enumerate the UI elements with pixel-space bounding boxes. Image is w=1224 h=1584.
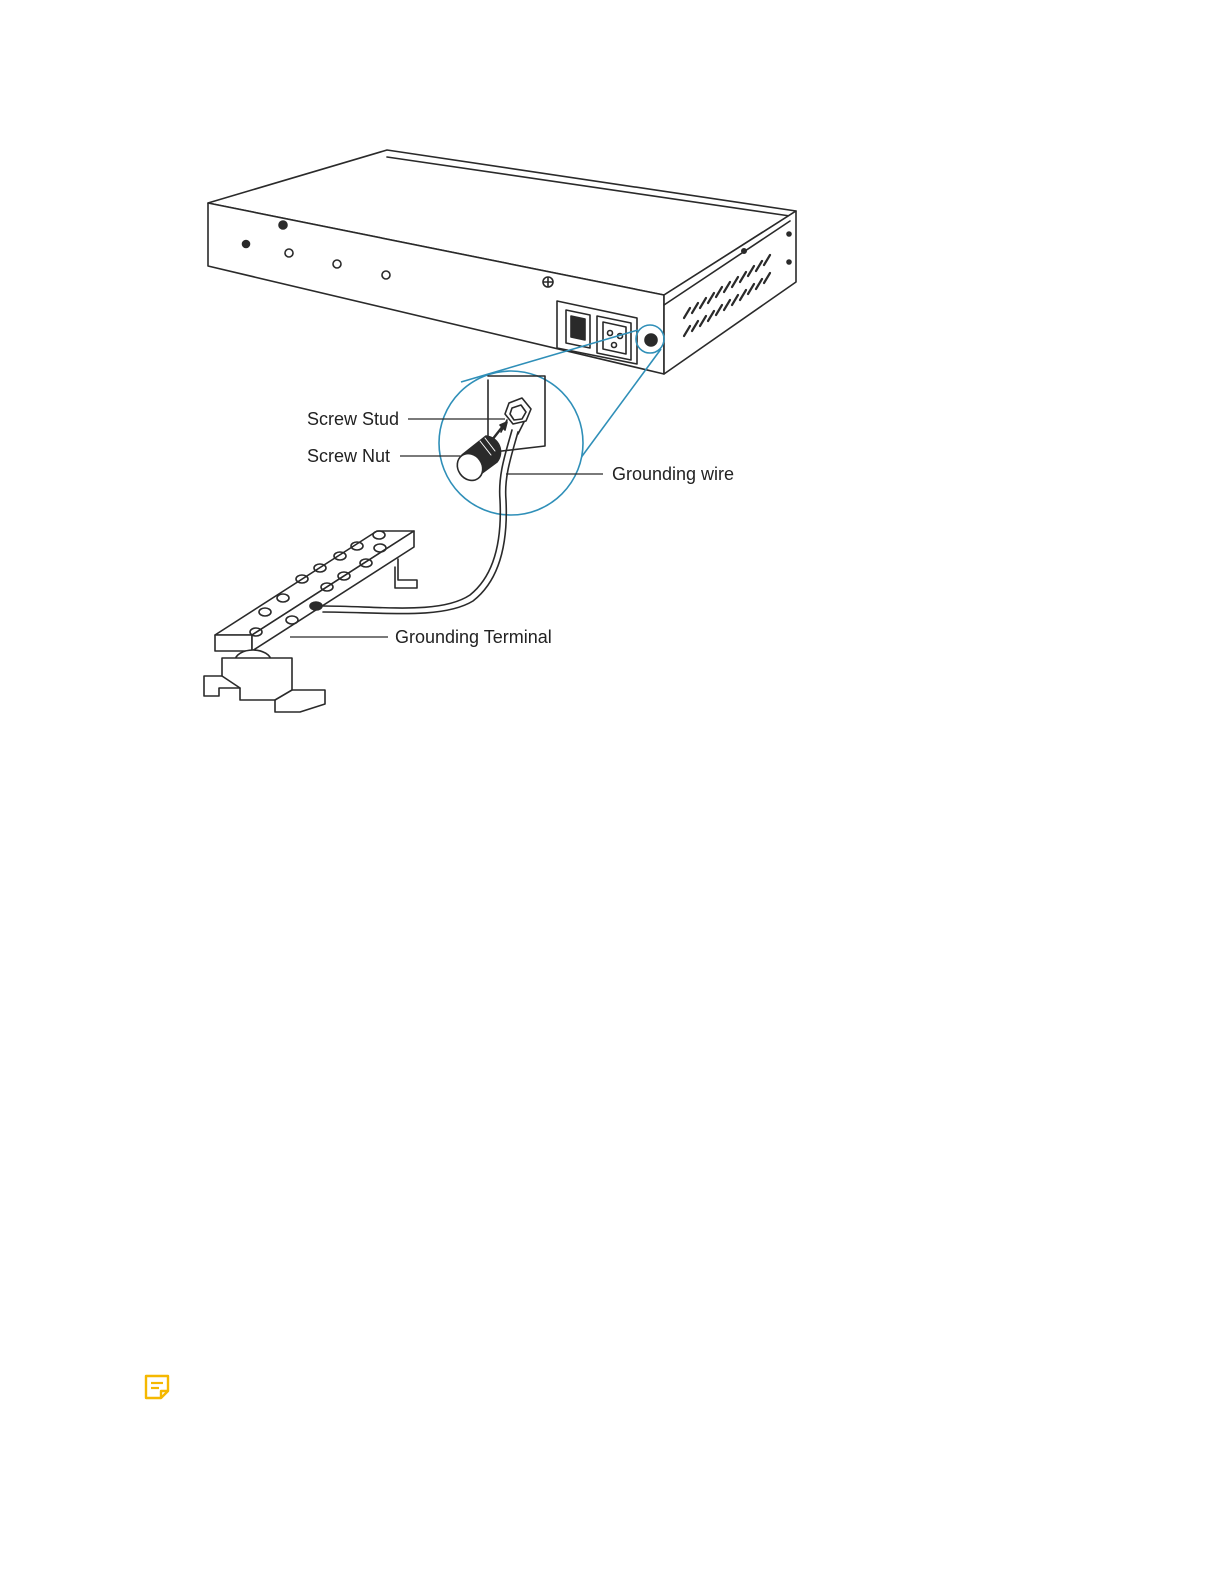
grounding-terminal: [204, 531, 417, 712]
note-icon: [144, 1374, 172, 1402]
label-screw-nut: Screw Nut: [307, 446, 390, 466]
label-screw-stud: Screw Stud: [307, 409, 399, 429]
label-grounding-wire: Grounding wire: [612, 464, 734, 484]
chassis-ground-screw: [645, 334, 657, 346]
device-chassis: [208, 150, 796, 374]
label-grounding-terminal: Grounding Terminal: [395, 627, 552, 647]
